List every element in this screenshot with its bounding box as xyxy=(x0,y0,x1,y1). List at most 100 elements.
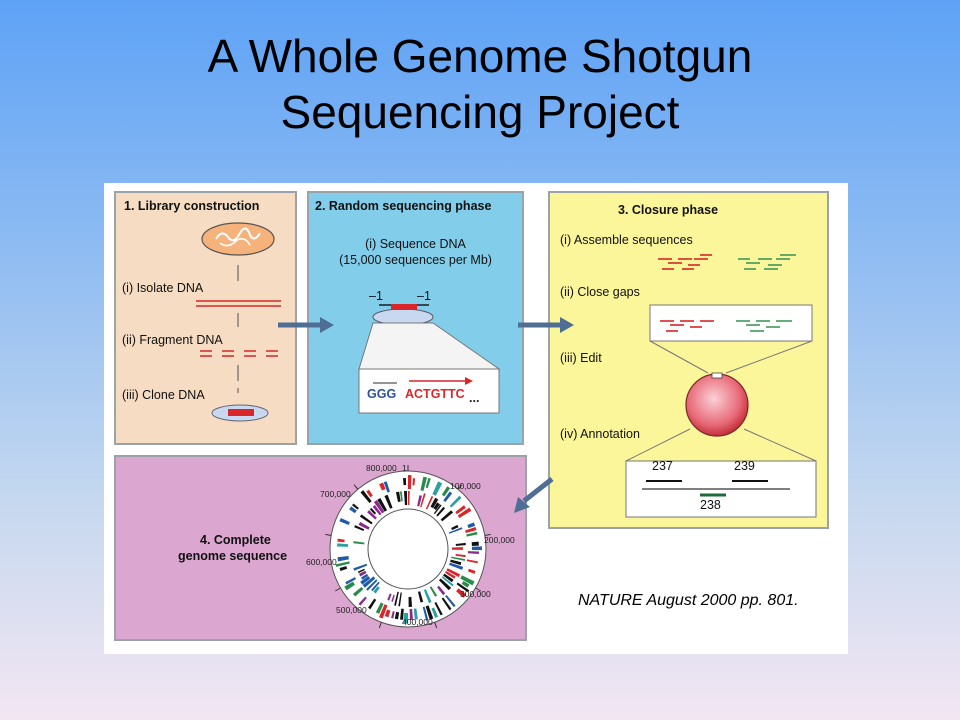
genome-map-segment xyxy=(360,573,369,580)
genome-map-segment xyxy=(395,491,401,503)
tick-400000: 400,000 xyxy=(402,617,433,627)
genome-map-segment xyxy=(471,546,482,551)
tick-700000: 700,000 xyxy=(320,489,351,499)
genome-map-segment xyxy=(379,482,386,491)
genome-map-segment xyxy=(387,593,392,601)
genome-map-segment xyxy=(461,581,470,588)
genome-map-segment xyxy=(466,531,478,537)
genome-map-segment xyxy=(391,611,395,619)
genome-map-segment xyxy=(366,579,378,591)
genome-map-segment xyxy=(368,598,377,610)
plasmid-icon xyxy=(211,404,269,422)
genome-map-segment xyxy=(391,594,395,602)
genome-map-segment xyxy=(335,561,350,567)
genome-map-segment xyxy=(352,503,359,510)
step-close-gaps: (ii) Close gaps xyxy=(560,285,640,299)
genome-map-segment xyxy=(345,577,357,585)
gene-239-label: 239 xyxy=(734,459,755,473)
genome-map-segment xyxy=(438,578,452,591)
genome-map-segment xyxy=(408,491,410,506)
genome-map-segment xyxy=(413,608,418,620)
genome-map-segment xyxy=(373,500,385,514)
genome-map-segment xyxy=(398,592,402,607)
citation: NATURE August 2000 pp. 801. xyxy=(578,592,799,609)
genome-map-segment xyxy=(451,556,466,561)
genome-map-segment xyxy=(360,490,372,504)
genome-map-segment xyxy=(448,527,463,534)
panel-2-title: 2. Random sequencing phase xyxy=(315,199,492,213)
plasmid-icon xyxy=(372,304,434,326)
genome-map-segment xyxy=(358,521,370,530)
genome-map-tick xyxy=(475,587,481,592)
genome-map-segment xyxy=(441,597,452,611)
genome-map-segment xyxy=(379,604,388,619)
step-annotation: (iv) Annotation xyxy=(560,427,640,441)
genome-map-segment xyxy=(339,566,348,571)
genome-map-segment xyxy=(337,555,349,562)
genome-map-segment xyxy=(417,495,422,507)
genome-map-segment xyxy=(353,563,368,571)
closure-illustration xyxy=(625,254,817,518)
step-fragment-dna: (ii) Fragment DNA xyxy=(122,333,223,347)
genome-map-segment xyxy=(358,596,367,606)
shotgun-diagram: 1. Library construction (i) Isolate DNA … xyxy=(104,183,848,654)
genome-map-segment xyxy=(445,594,456,608)
sequence-read: ACTGTTC xyxy=(405,387,465,401)
genome-map-segment xyxy=(465,527,477,534)
genome-map-segment xyxy=(339,517,350,526)
panel-3-title: 3. Closure phase xyxy=(618,203,719,217)
step-edit: (iii) Edit xyxy=(560,351,602,365)
genome-map-segment xyxy=(433,504,442,515)
genome-map-segment xyxy=(384,494,393,509)
genome-map-segment xyxy=(460,575,475,586)
genome-map-tick xyxy=(325,533,332,536)
tick-300000: 300,000 xyxy=(460,589,491,599)
genome-map-tick xyxy=(434,622,438,629)
primer-left-label: –1 xyxy=(369,289,383,303)
genome-map-segment xyxy=(449,562,464,570)
genome-map-segment xyxy=(420,476,428,492)
genome-map-segment xyxy=(417,591,424,603)
genome-map-segment xyxy=(425,605,434,620)
genome-map-segment xyxy=(357,568,365,574)
genome-map-segment xyxy=(430,497,439,509)
genome-map-segment xyxy=(420,493,426,508)
genome-map-segment xyxy=(394,591,399,606)
panel-complete-genome: 4. Complete genome sequence 800,000 1 10… xyxy=(114,455,527,641)
genome-map-segment xyxy=(349,506,357,514)
genome-map-segment xyxy=(403,478,407,486)
panel-4-title-line-2: genome sequence xyxy=(178,549,288,563)
genome-map-segment xyxy=(443,573,454,583)
genome-map-segment xyxy=(394,611,400,620)
genome-map-segment xyxy=(377,497,388,512)
genome-map-tick xyxy=(353,484,359,490)
title-line-1: A Whole Genome Shotgun xyxy=(207,30,753,82)
genome-map-segment xyxy=(337,538,345,543)
genome-map-segment xyxy=(425,496,434,510)
genome-map-segment xyxy=(441,486,451,497)
genome-map-segment xyxy=(450,559,462,566)
genome-map-segment xyxy=(445,571,456,579)
tick-500000: 500,000 xyxy=(336,605,367,615)
genome-map-segment xyxy=(437,585,446,596)
genome-map-segment xyxy=(456,582,470,593)
genome-map-segment xyxy=(353,541,365,545)
genome-map-segment xyxy=(359,514,373,525)
step-clone-dna: (iii) Clone DNA xyxy=(122,388,205,402)
genome-map-tick xyxy=(378,622,382,629)
panel-1-title: 1. Library construction xyxy=(124,199,260,213)
genome-map-segment xyxy=(403,612,408,623)
genome-map-segment xyxy=(449,495,462,508)
genome-map-segment xyxy=(467,568,476,574)
dna-strand-icon xyxy=(196,300,281,307)
gene-237-label: 237 xyxy=(652,459,673,473)
genome-map-segment xyxy=(455,554,466,558)
gap-closed-reads xyxy=(660,320,792,332)
genome-map-segment xyxy=(373,586,380,594)
genome-map-segment xyxy=(456,588,467,598)
genome-map-segment xyxy=(425,477,431,489)
title-line-2: Sequencing Project xyxy=(280,86,680,138)
genome-map-segment xyxy=(422,606,429,621)
genome-map-segment xyxy=(367,510,377,520)
genome-circle-icon xyxy=(685,373,749,437)
